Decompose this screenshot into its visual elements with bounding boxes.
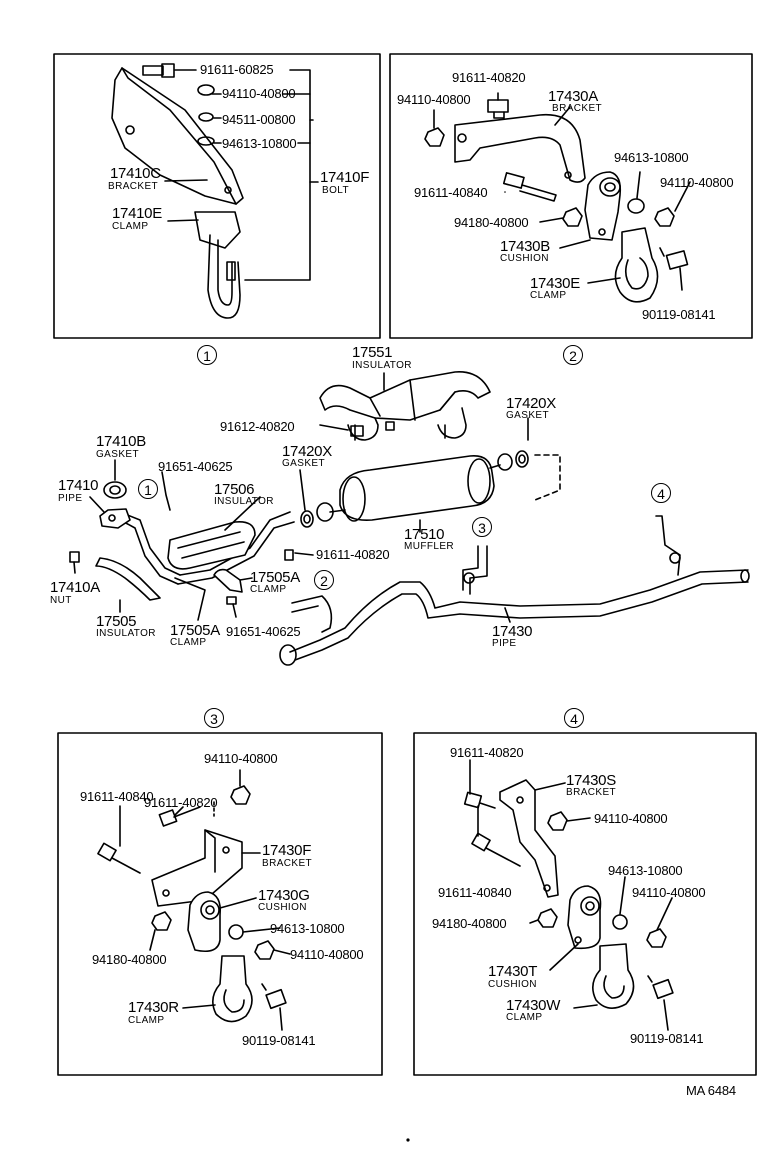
p4-bolt1-label: 91611-40820 — [450, 745, 524, 760]
p1-clamp-pn: 17410E — [112, 205, 162, 222]
p3-nut2-label: 94180-40800 — [92, 952, 167, 967]
main-clamp505a-pn: 17505A — [250, 569, 300, 586]
main-pipe-name: PIPE — [492, 638, 517, 649]
p1-bracket-pn: 17410C — [110, 165, 161, 182]
panel-3-frame — [57, 732, 383, 1076]
main-bolt-a-label: 91612-40820 — [220, 419, 295, 434]
p2-clamp-pn: 17430E — [530, 275, 580, 292]
p3-bolt3-label: 90119-08141 — [242, 1033, 316, 1048]
p3-cushion-pn: 17430G — [258, 887, 310, 904]
main-nut-pn: 17410A — [50, 579, 100, 596]
p2-bracket-pn: 17430A — [548, 88, 598, 105]
p1-clamp-name: CLAMP — [112, 221, 149, 232]
p1-bolt-name: BOLT — [322, 185, 349, 196]
speck-mark — [406, 1138, 410, 1142]
main-pipe-pn: 17430 — [492, 623, 533, 640]
p4-nut2-label: 94180-40800 — [432, 916, 507, 931]
p2-bolt1-label: 91611-40820 — [452, 70, 526, 85]
p2-bolt2-label: 91611-40840 — [414, 185, 488, 200]
panel-1-frame — [53, 53, 381, 339]
main-bolt-d-label: 91651-40625 — [226, 624, 301, 639]
p3-bracket-name: BRACKET — [262, 858, 313, 869]
p3-marker: 3 — [204, 708, 224, 728]
panel-4-frame — [413, 732, 757, 1076]
panel-4-parts — [463, 759, 674, 1031]
main-gasket-m-name: GASKET — [282, 458, 325, 469]
p4-marker: 4 — [564, 708, 584, 728]
main-ins506-name: INSULATOR — [214, 496, 274, 507]
p4-bolt3-label: 90119-08141 — [630, 1031, 704, 1046]
main-ins505-pn: 17505 — [96, 613, 137, 630]
p2-cushion-pn: 17430B — [500, 238, 550, 255]
main-ins506-pn: 17506 — [214, 481, 255, 498]
p2-cushion-name: CUSHION — [500, 253, 549, 264]
p4-bolt2-label: 91611-40840 — [438, 885, 512, 900]
p3-washer-label: 94613-10800 — [270, 921, 345, 936]
panel-1-parts — [111, 63, 319, 319]
p2-nut2-label: 94110-40800 — [660, 175, 734, 190]
p3-nut3-label: 94110-40800 — [290, 947, 364, 962]
p2-clamp-name: CLAMP — [530, 290, 567, 301]
main-marker-1: 1 — [138, 479, 158, 499]
main-ins505-name: INSULATOR — [96, 628, 156, 639]
main-gasket-r-name: GASKET — [506, 410, 549, 421]
main-marker-3: 3 — [472, 517, 492, 537]
main-insulator-pn: 17551 — [352, 344, 393, 361]
p1-bolt1-label: 91611-60825 — [200, 62, 274, 77]
p1-bolt-pn: 17410F — [320, 169, 370, 186]
p4-bracket-name: BRACKET — [566, 787, 617, 798]
figure-code: MA 6484 — [686, 1083, 736, 1098]
main-marker-2: 2 — [314, 570, 334, 590]
main-gasket-r-pn: 17420X — [506, 395, 556, 412]
main-gasket-l-pn: 17410B — [96, 433, 146, 450]
p3-bracket-pn: 17430F — [262, 842, 312, 859]
p1-washer1-label: 94511-00800 — [222, 112, 296, 127]
p4-nut3-label: 94110-40800 — [632, 885, 706, 900]
p2-nut3-label: 94180-40800 — [454, 215, 529, 230]
p4-nut1-label: 94110-40800 — [594, 811, 668, 826]
p2-bolt3-label: 90119-08141 — [642, 307, 716, 322]
p4-cushion-name: CUSHION — [488, 979, 537, 990]
p3-bolt2-label: 91611-40840 — [80, 789, 154, 804]
main-pipe-f-pn: 17410 — [58, 477, 99, 494]
main-assembly-parts — [69, 371, 750, 666]
main-clamp505a2-name: CLAMP — [170, 637, 207, 648]
p1-marker: 1 — [197, 345, 217, 365]
p4-washer-label: 94613-10800 — [608, 863, 683, 878]
main-clamp505a2-pn: 17505A — [170, 622, 220, 639]
main-gasket-m-pn: 17420X — [282, 443, 332, 460]
p2-nut1-label: 94110-40800 — [397, 92, 471, 107]
p4-bracket-pn: 17430S — [566, 772, 616, 789]
main-bolt-c-label: 91611-40820 — [316, 547, 390, 562]
p4-cushion-pn: 17430T — [488, 963, 538, 980]
p4-clamp-pn: 17430W — [506, 997, 561, 1014]
panel-2-parts — [424, 92, 691, 303]
p1-bracket-name: BRACKET — [108, 181, 159, 192]
main-muffler-pn: 17510 — [404, 526, 445, 543]
main-clamp505a-name: CLAMP — [250, 584, 287, 595]
p1-nut1-label: 94110-40800 — [222, 86, 296, 101]
main-pipe-f-name: PIPE — [58, 493, 83, 504]
p3-nut1-label: 94110-40800 — [204, 751, 278, 766]
p3-clamp-pn: 17430R — [128, 999, 179, 1016]
p3-bolt1-label: 91611-40820 — [144, 795, 218, 810]
main-bolt-b-label: 91651-40625 — [158, 459, 233, 474]
p2-washer-label: 94613-10800 — [614, 150, 689, 165]
p2-bracket-name: BRACKET — [552, 103, 603, 114]
p2-marker: 2 — [563, 345, 583, 365]
main-muffler-name: MUFFLER — [404, 541, 455, 552]
main-marker-4: 4 — [651, 483, 671, 503]
panel-3-parts — [97, 769, 291, 1031]
p4-clamp-name: CLAMP — [506, 1012, 543, 1023]
main-gasket-l-name: GASKET — [96, 449, 139, 460]
panel-2-frame — [389, 53, 753, 339]
p1-washer2-label: 94613-10800 — [222, 136, 297, 151]
main-insulator-name: INSULATOR — [352, 360, 412, 371]
p3-clamp-name: CLAMP — [128, 1015, 165, 1026]
main-nut-name: NUT — [50, 595, 72, 606]
p3-cushion-name: CUSHION — [258, 902, 307, 913]
